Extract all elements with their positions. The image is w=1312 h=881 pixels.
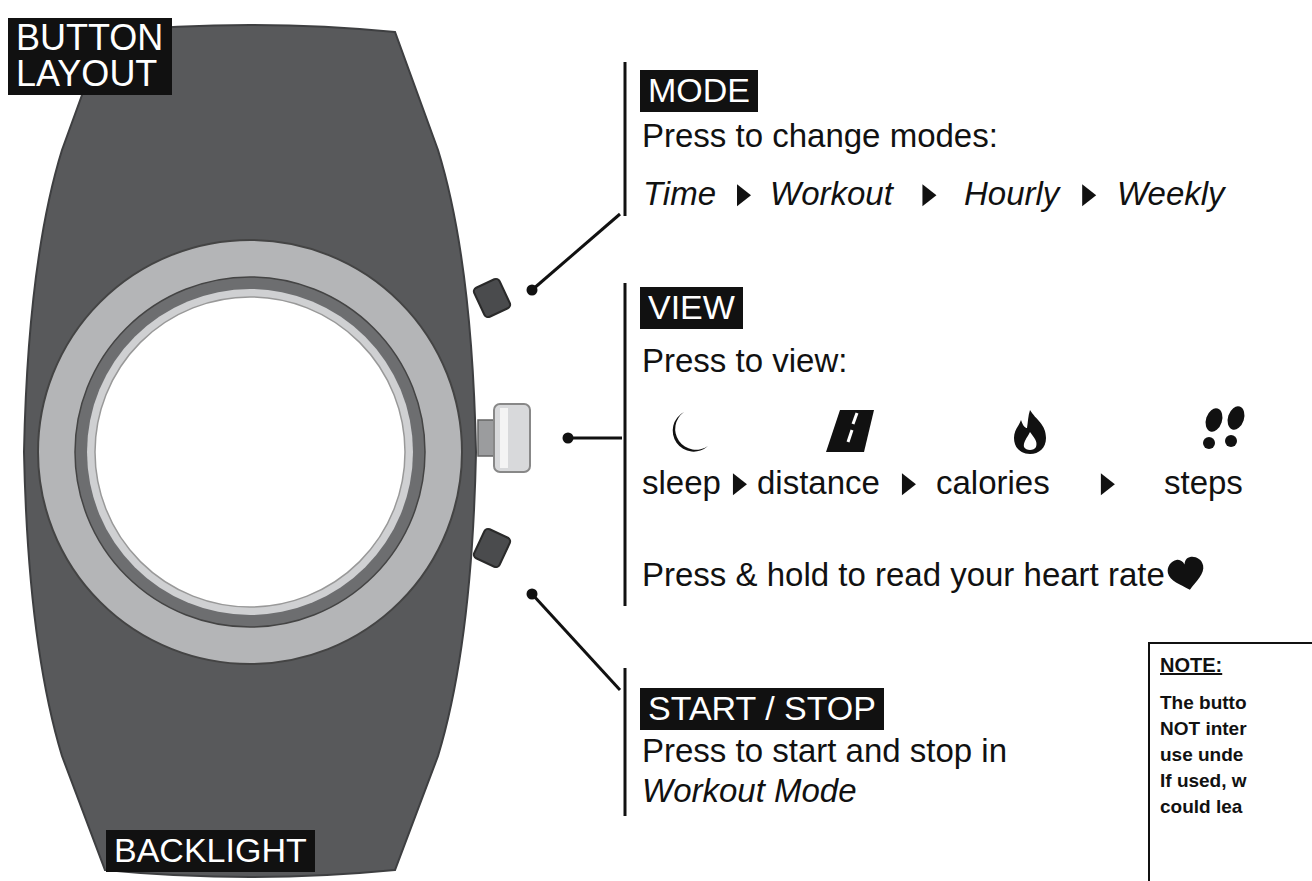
- note-text: use unde: [1160, 742, 1312, 768]
- tag-text: START / STOP: [648, 690, 876, 727]
- view-name: distance: [757, 465, 880, 501]
- mode-name: Hourly: [964, 176, 1059, 212]
- start-stop-button: [473, 528, 512, 569]
- backlight-tag: BACKLIGHT: [106, 830, 315, 872]
- leader-lines: [532, 62, 625, 816]
- tag-text: BUTTON LAYOUT: [16, 20, 163, 92]
- mode-button: [473, 278, 512, 319]
- note-heading: NOTE:: [1160, 652, 1312, 678]
- view-name: calories: [936, 465, 1050, 501]
- road-icon: [826, 410, 874, 452]
- tag-text: BACKLIGHT: [114, 832, 307, 869]
- sequence-arrow: [737, 184, 751, 206]
- sequence-arrow: [1082, 184, 1096, 206]
- sequence-arrow: [1101, 473, 1115, 495]
- instruction-text: Press to view:: [642, 343, 847, 379]
- tag-text: VIEW: [648, 289, 735, 326]
- sequence-arrow: [922, 184, 936, 206]
- note-box: NOTE: The buttoNOT interuse undeIf used, …: [1148, 642, 1312, 881]
- mode-name: Weekly: [1117, 176, 1225, 212]
- instruction-text: Press & hold to read your heart rate: [642, 557, 1165, 593]
- mode-name: Workout: [770, 176, 893, 212]
- note-text: NOT inter: [1160, 716, 1312, 742]
- start-stop-tag: START / STOP: [640, 688, 884, 730]
- view-tag: VIEW: [640, 287, 743, 329]
- view-name: steps: [1164, 465, 1243, 501]
- mode-name: Time: [643, 176, 716, 212]
- view-name: sleep: [642, 465, 721, 501]
- moon-icon: [673, 412, 708, 452]
- mode-name: Workout Mode: [642, 773, 857, 809]
- watch-case: [24, 25, 476, 877]
- face-rim: [87, 289, 413, 615]
- note-text: If used, w: [1160, 768, 1312, 794]
- mode-tag: MODE: [640, 70, 758, 112]
- view-button: [478, 404, 530, 472]
- leader-dots: [527, 285, 574, 600]
- sequence-arrow: [733, 473, 747, 495]
- title-tag: BUTTON LAYOUT: [8, 18, 172, 95]
- heart-icon: [1166, 555, 1208, 594]
- note-text: could lea: [1160, 794, 1312, 820]
- instruction-text: Press to start and stop in: [642, 733, 1007, 769]
- note-text: The butto: [1160, 690, 1312, 716]
- instruction-text: Press to change modes:: [642, 118, 998, 154]
- tag-text: MODE: [648, 72, 750, 109]
- inner-ring: [75, 277, 425, 627]
- flame-icon: [1014, 410, 1046, 454]
- footprints-icon: [1203, 404, 1248, 449]
- watch-bezel: [38, 240, 462, 664]
- sequence-arrow: [902, 473, 916, 495]
- watch-face: [95, 297, 405, 607]
